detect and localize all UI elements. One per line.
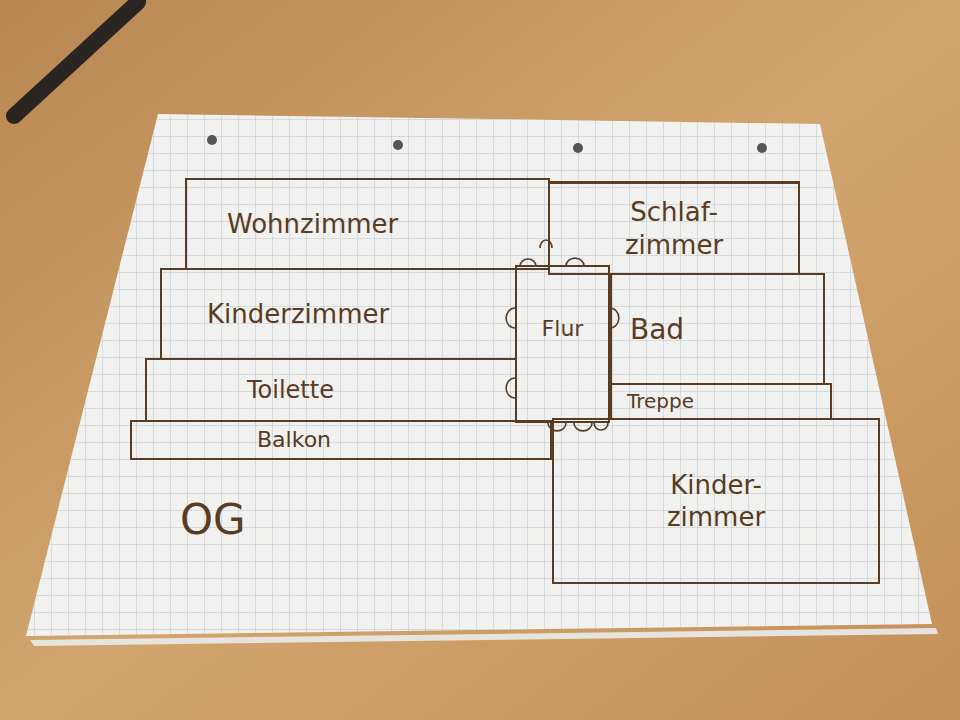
room-box: Bad bbox=[610, 273, 825, 385]
punch-hole bbox=[393, 140, 403, 150]
room-box: Kinder- zimmer bbox=[552, 418, 880, 584]
door-arc bbox=[574, 423, 592, 431]
room-name: Treppe bbox=[627, 389, 694, 414]
room-box: Toilette bbox=[145, 358, 517, 422]
room-box: Balkon bbox=[130, 420, 552, 460]
room-name: Schlaf- zimmer bbox=[594, 196, 754, 261]
room-name: Balkon bbox=[257, 426, 331, 454]
door-arc bbox=[506, 308, 515, 328]
room-box: Treppe bbox=[610, 383, 832, 420]
room-box: Flur bbox=[515, 265, 610, 423]
room-name: Flur bbox=[542, 315, 584, 343]
room-name: Wohnzimmer bbox=[227, 208, 398, 241]
punch-hole bbox=[207, 135, 217, 145]
punch-hole bbox=[757, 143, 767, 153]
room-box: Schlaf- zimmer bbox=[548, 182, 800, 275]
room-name: Kinderzimmer bbox=[207, 298, 389, 331]
room-name: Toilette bbox=[247, 375, 334, 405]
room-name: Kinder- zimmer bbox=[631, 469, 801, 534]
floor-label: OG bbox=[180, 495, 246, 544]
room-box: Wohnzimmer bbox=[185, 178, 550, 270]
punch-hole bbox=[573, 143, 583, 153]
door-arc bbox=[506, 378, 515, 398]
pen bbox=[14, 2, 138, 116]
door-arc bbox=[594, 423, 608, 430]
room-name: Bad bbox=[630, 312, 684, 347]
door-arc bbox=[540, 240, 552, 248]
room-box: Kinderzimmer bbox=[160, 268, 517, 360]
